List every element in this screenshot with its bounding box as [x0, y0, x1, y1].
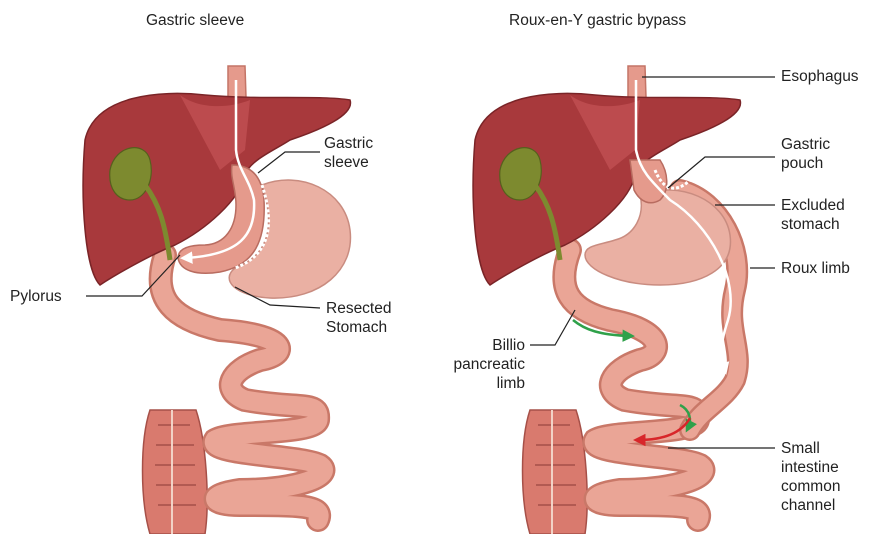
- bypass-title: Roux-en-Y gastric bypass: [509, 12, 686, 30]
- label-resected-stomach: Resected Stomach: [326, 299, 391, 337]
- label-common-channel: Small intestine common channel: [781, 439, 840, 515]
- leader-biliopancreatic: [530, 310, 575, 345]
- bypass-panel: [473, 66, 740, 534]
- label-esophagus: Esophagus: [781, 67, 859, 86]
- sleeve-title: Gastric sleeve: [146, 12, 244, 30]
- sleeve-panel: [83, 66, 350, 534]
- leader-gastric-sleeve: [258, 152, 320, 173]
- label-pylorus: Pylorus: [10, 287, 62, 306]
- label-gastric-sleeve: Gastric sleeve: [324, 134, 373, 172]
- colon-right: [523, 410, 588, 534]
- label-gastric-pouch: Gastric pouch: [781, 135, 830, 173]
- label-biliopancreatic-limb: Billio pancreatic limb: [420, 336, 525, 393]
- colon-left: [143, 410, 208, 534]
- label-excluded-stomach: Excluded stomach: [781, 196, 845, 234]
- label-roux-limb: Roux limb: [781, 259, 850, 278]
